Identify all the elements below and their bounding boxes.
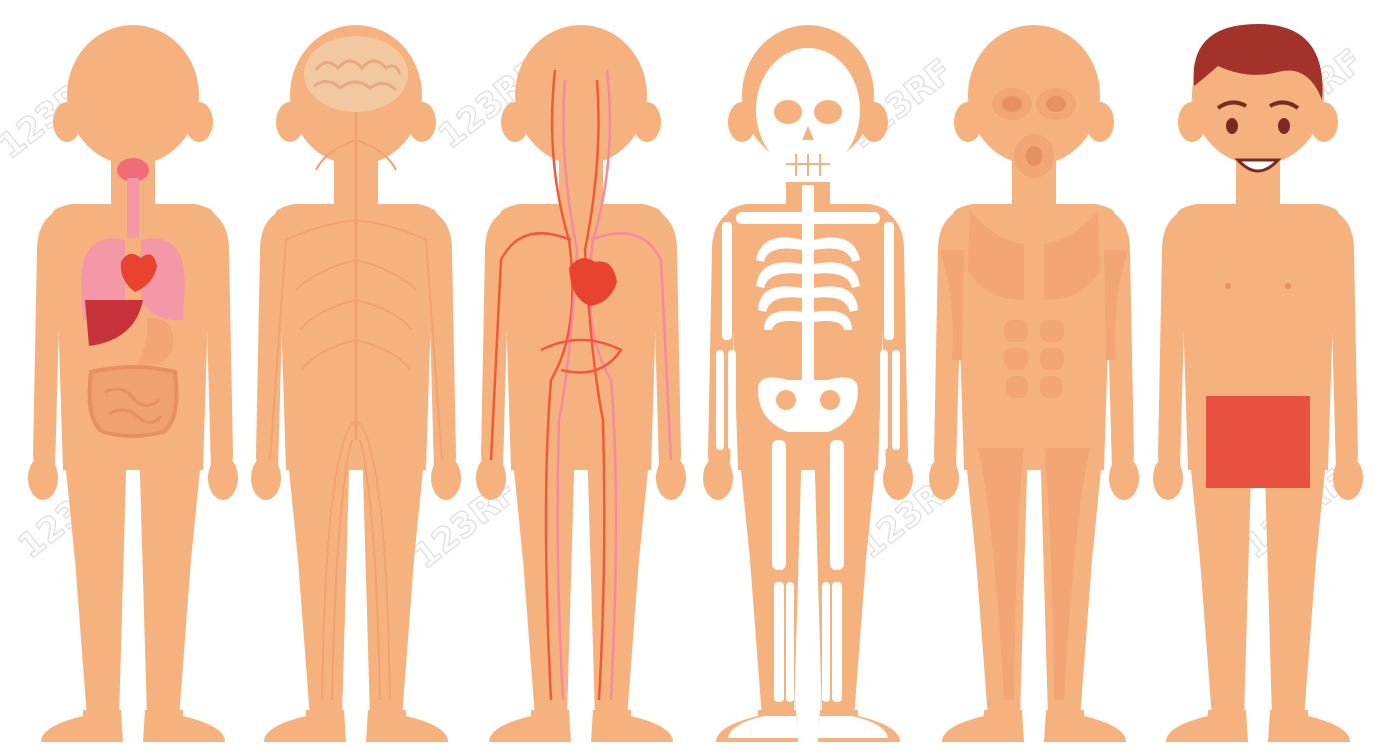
figure-organs bbox=[28, 25, 238, 742]
figure-circulatory bbox=[476, 25, 686, 742]
figure-skeletal bbox=[703, 25, 913, 742]
figure-external bbox=[1153, 24, 1363, 742]
watermark-text: 123RF bbox=[406, 471, 525, 577]
figure-muscular bbox=[929, 25, 1139, 742]
figure-nervous bbox=[251, 25, 461, 742]
